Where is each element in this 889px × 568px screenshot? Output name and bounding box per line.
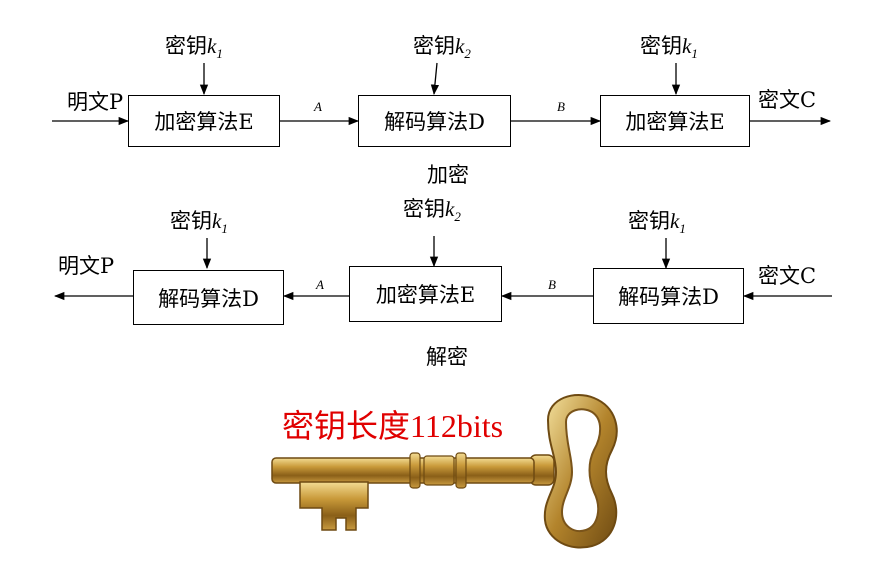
enc-key-sub-2: 2 — [464, 46, 471, 62]
dec-output-label: 明文P — [58, 254, 115, 278]
enc-key-prefix-2: 密钥 — [413, 34, 455, 58]
enc-edge-label-a: A — [314, 99, 322, 114]
dec-key-symbol-2: k — [445, 197, 455, 221]
dec-key-prefix-1: 密钥 — [170, 209, 212, 233]
key-length-caption: 密钥长度112bits — [282, 408, 504, 444]
dec-key-label-2: 密钥k2 — [403, 197, 461, 225]
dec-box-1: 解码算法D — [133, 270, 284, 325]
dec-key-sub-1: 1 — [221, 221, 228, 237]
dec-key-prefix-2: 密钥 — [403, 197, 445, 221]
enc-key-sub-1: 1 — [216, 46, 223, 62]
enc-output-label: 密文C — [758, 88, 817, 112]
enc-key-symbol-1: k — [207, 34, 217, 58]
enc-key-prefix-1: 密钥 — [165, 34, 207, 58]
dec-key-sub-3: 1 — [679, 221, 686, 237]
enc-key-label-1: 密钥k1 — [165, 34, 223, 62]
dec-box-2: 加密算法E — [349, 266, 502, 322]
enc-key-symbol-3: k — [682, 34, 692, 58]
golden-key-icon — [271, 394, 618, 549]
dec-box-3: 解码算法D — [593, 268, 744, 324]
enc-key-sub-3: 1 — [691, 46, 698, 62]
enc-key-prefix-3: 密钥 — [640, 34, 682, 58]
enc-key-symbol-2: k — [455, 34, 465, 58]
dec-edge-label-b: B — [548, 277, 556, 292]
enc-box-1: 加密算法E — [128, 95, 280, 147]
dec-key-prefix-3: 密钥 — [628, 209, 670, 233]
enc-input-label: 明文P — [67, 90, 124, 114]
decrypt-section-label: 解密 — [426, 345, 468, 369]
dec-edge-label-a: A — [316, 277, 324, 292]
dec-key-sub-2: 2 — [454, 209, 461, 225]
dec-key-label-3: 密钥k1 — [628, 209, 686, 237]
enc-key2-arrow — [430, 62, 440, 96]
encrypt-section-label: 加密 — [427, 163, 469, 187]
enc-box-3: 加密算法E — [600, 95, 750, 147]
enc-key-label-2: 密钥k2 — [413, 34, 471, 62]
dec-key-label-1: 密钥k1 — [170, 209, 228, 237]
enc-edge-label-b: B — [557, 99, 565, 114]
enc-box-2: 解码算法D — [358, 95, 511, 147]
dec-input-label: 密文C — [758, 264, 817, 288]
enc-key-label-3: 密钥k1 — [640, 34, 698, 62]
dec-key-symbol-1: k — [212, 209, 222, 233]
dec-key-symbol-3: k — [670, 209, 680, 233]
